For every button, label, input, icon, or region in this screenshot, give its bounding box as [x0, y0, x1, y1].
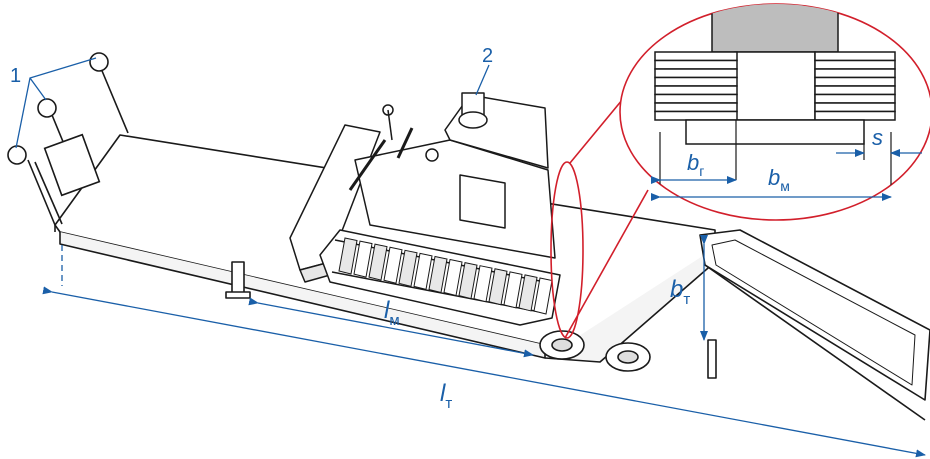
- warning-markers: [7, 52, 129, 232]
- track-plate: [814, 51, 896, 62]
- track-cross-section: [654, 4, 896, 205]
- track-plate: [814, 85, 896, 96]
- marker-leader: [15, 57, 97, 149]
- track-plate: [654, 59, 738, 70]
- track-plate: [654, 68, 738, 79]
- left-track-section: [654, 51, 738, 121]
- l-m-dimension: [248, 297, 534, 358]
- l-t-label: lт: [440, 380, 452, 412]
- track-plate: [814, 76, 896, 87]
- b-t-label: bт: [670, 276, 690, 308]
- marker-number-label: 1: [10, 65, 21, 87]
- marker-ball: [89, 52, 109, 72]
- s-label: s: [872, 125, 883, 150]
- marker-ball: [7, 145, 27, 165]
- dimension-lines: [15, 57, 926, 458]
- right-track-section: [814, 51, 896, 121]
- track-link: [398, 249, 418, 287]
- track-plate: [814, 102, 896, 113]
- track-plate: [654, 93, 738, 104]
- machine-number-label: 2: [482, 45, 493, 67]
- track-plate: [654, 85, 738, 96]
- b-m-label: bм: [768, 165, 790, 194]
- track-plate: [654, 110, 738, 121]
- support-leg: [231, 261, 245, 295]
- track-plate: [814, 93, 896, 104]
- track-plate: [654, 102, 738, 113]
- track-link: [368, 243, 388, 281]
- marker-ball: [37, 98, 57, 118]
- track-plate: [814, 68, 896, 79]
- track-plate: [654, 51, 738, 62]
- b-g-label: bг: [687, 150, 704, 179]
- track-link: [353, 240, 373, 278]
- track-link: [338, 237, 358, 275]
- trailer-deck-section: [685, 119, 865, 145]
- machine-leader: [475, 64, 490, 96]
- track-plate: [814, 110, 896, 121]
- l-m-label: lм: [384, 297, 400, 329]
- track-plate: [814, 59, 896, 70]
- track-plate: [654, 76, 738, 87]
- track-link: [383, 246, 403, 284]
- l-t-dimension: [42, 286, 926, 458]
